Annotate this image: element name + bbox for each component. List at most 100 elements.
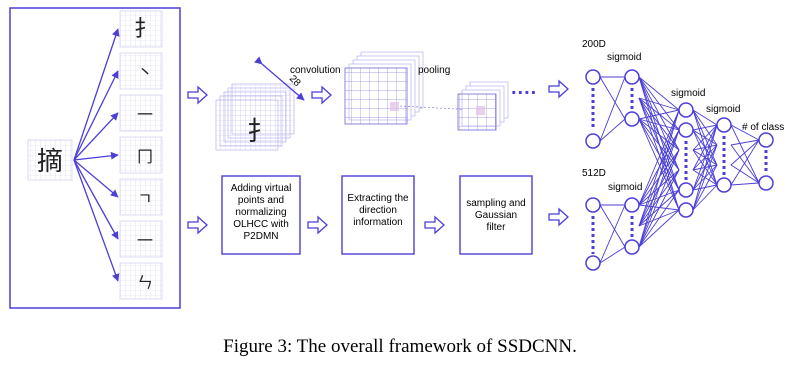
nn-node — [624, 111, 640, 127]
nn-node — [678, 122, 694, 138]
nn-node — [716, 117, 732, 133]
box-text-line: sampling and — [466, 198, 525, 209]
nn-edge — [692, 124, 718, 171]
box-text-line: points and — [238, 195, 284, 206]
nn-edge — [730, 124, 760, 184]
nn-edge — [599, 246, 626, 264]
arrow-icon — [307, 215, 328, 235]
nn-edges — [599, 76, 760, 264]
nn-edge — [638, 169, 680, 248]
sigmoid-label-hidden2: sigmoid — [706, 104, 740, 115]
nn-edge — [638, 109, 680, 248]
nn-edge — [692, 144, 718, 211]
nn-edge — [638, 109, 680, 120]
nn-node — [678, 202, 694, 218]
nn-edge — [692, 184, 718, 211]
nn-edge — [730, 139, 760, 186]
stroke-glyph: ㄣ — [137, 273, 153, 292]
panel-frame — [9, 7, 181, 309]
nn-node — [624, 197, 640, 213]
box-text-line: information — [353, 217, 402, 228]
pooled-feature-maps — [457, 81, 509, 131]
box-text-line: Gaussian — [475, 210, 517, 221]
nn-node — [585, 255, 601, 271]
stroke-thumbnail — [119, 262, 163, 300]
arrow-icon — [187, 85, 208, 105]
convolution-label: convolution — [290, 65, 341, 76]
nn-edge — [638, 189, 680, 248]
box-text-line: Adding virtual — [231, 183, 292, 194]
nn-edge — [638, 97, 680, 131]
nn-node — [585, 69, 601, 85]
nn-node — [758, 132, 774, 148]
stroke-glyph: 冂 — [137, 147, 153, 166]
nn-edge — [599, 76, 626, 142]
fan-arrow — [73, 112, 119, 161]
nn-edge — [692, 124, 718, 151]
dimension-arrow — [254, 56, 305, 101]
top-branch: 扌 28 convolution pooling .... — [187, 51, 569, 151]
bottom-dimension-label: 512D — [582, 168, 606, 179]
direction-box — [341, 175, 415, 255]
fan-arrow — [73, 151, 119, 161]
nn-edge — [599, 204, 626, 248]
input-stack: 扌 — [215, 83, 295, 151]
preprocess-box — [221, 175, 301, 255]
nn-edge — [692, 124, 718, 211]
stroke-glyph: 一 — [137, 231, 153, 250]
arrow-icon — [311, 85, 332, 105]
neural-network: 200D sigmoid 512D sigmoid sigmoid sigmoi… — [582, 39, 784, 271]
nn-node — [758, 175, 774, 191]
fan-arrow — [73, 70, 119, 161]
stroke-thumbnail — [119, 10, 163, 48]
fan-arrow — [73, 159, 119, 240]
nn-node — [678, 102, 694, 118]
nn-node — [624, 69, 640, 85]
arrow-icon — [424, 215, 445, 235]
fan-arrow — [73, 28, 120, 161]
nn-edge — [638, 209, 680, 248]
stroke-thumbnail — [119, 94, 163, 132]
preview-character: 扌 — [247, 117, 273, 147]
nn-edge — [638, 118, 680, 171]
stroke-thumbnail — [119, 220, 163, 258]
fan-arrow — [73, 159, 119, 198]
nn-node — [585, 133, 601, 149]
figure-caption: Figure 3: The overall framework of SSDCN… — [223, 336, 577, 357]
nn-edge — [599, 76, 626, 120]
stroke-thumbnail — [119, 52, 163, 90]
stroke-glyph: 丶 — [137, 63, 153, 82]
nn-edge — [638, 76, 680, 131]
nn-edge — [638, 118, 680, 211]
nn-nodes — [585, 69, 774, 271]
sigmoid-label-hidden1: sigmoid — [671, 88, 705, 99]
nn-edge — [638, 129, 680, 248]
nn-node — [678, 182, 694, 198]
nn-edge — [638, 109, 680, 227]
box-text-line: normalizing — [235, 207, 286, 218]
output-label: # of class — [742, 122, 784, 133]
stroke-thumbnail — [119, 136, 163, 174]
box-text-line: filter — [487, 222, 507, 233]
pooling-label: pooling — [418, 65, 450, 76]
input-char-box — [27, 139, 73, 181]
nn-edge — [599, 118, 626, 142]
box-text-line: Extracting the — [347, 193, 409, 204]
nn-node — [624, 239, 640, 255]
stroke-glyph: 一 — [137, 105, 153, 124]
nn-edge — [638, 76, 680, 111]
nn-edge — [692, 124, 718, 131]
nn-edge — [730, 144, 760, 184]
ellipsis: .... — [511, 77, 537, 99]
conv-feature-maps — [344, 51, 424, 125]
sigmoid-label-top: sigmoid — [607, 52, 641, 63]
nn-edge — [692, 109, 718, 126]
sigmoid-label-bottom: sigmoid — [608, 182, 642, 193]
box-text-line: direction — [359, 205, 397, 216]
nn-edge — [730, 139, 760, 146]
